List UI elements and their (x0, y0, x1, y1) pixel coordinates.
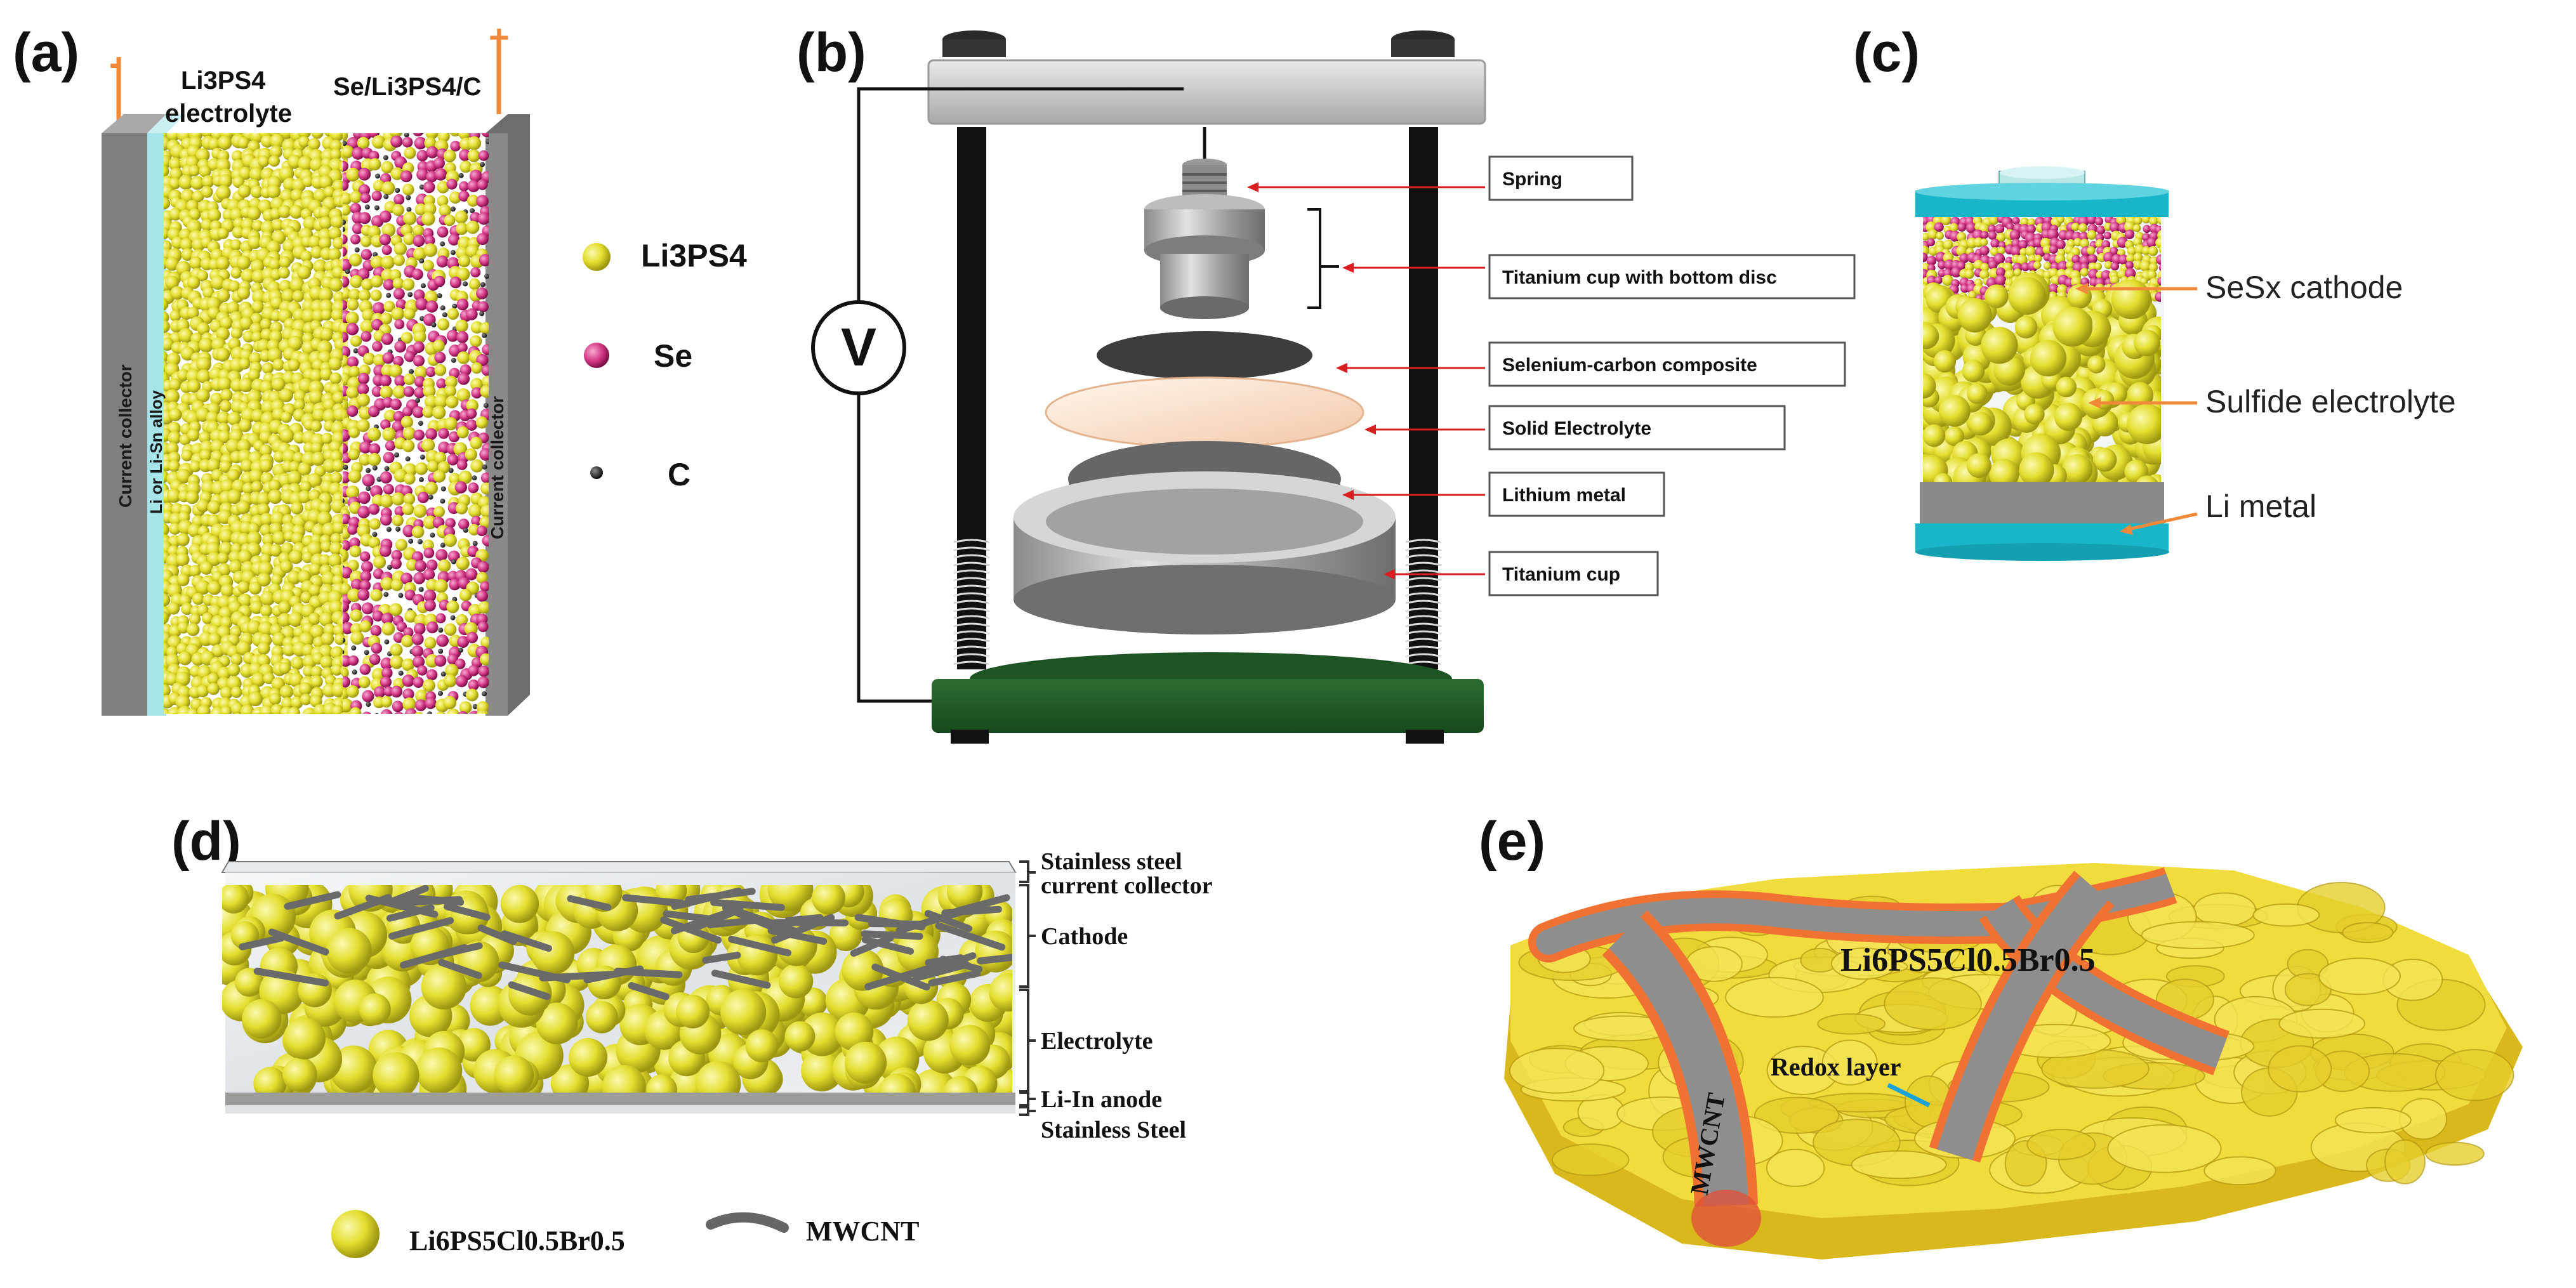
electrolyte-formula: Li3PS4 (181, 67, 266, 95)
alloy-label: Li or Li-Sn alloy (147, 390, 166, 514)
panel-a-label: (a) (13, 22, 79, 83)
legend-se-label: Se (654, 338, 692, 374)
right-post-spring (1405, 539, 1442, 666)
cathode-electrolyte-particles (222, 885, 1012, 1107)
layer-electrolyte-label: Electrolyte (1041, 1028, 1153, 1055)
li-alloy-layer (147, 133, 166, 716)
legend-se-swatch (584, 343, 609, 368)
panel-c-label: (c) (1853, 22, 1920, 83)
selenium-carbon-disc (1097, 331, 1312, 379)
callout-titanium-cup-label: Titanium cup (1502, 564, 1620, 585)
redox-pointer (1887, 1082, 1931, 1108)
layer-cathode-label: Cathode (1041, 923, 1128, 950)
callout-lithium-metal: Lithium metal (1342, 471, 1665, 517)
titanium-cup-with-disc (1144, 194, 1265, 319)
panel-a: (a) - + Current collector Li or Li-Sn al… (13, 17, 747, 716)
cathode-label: Se/Li3PS4/C (333, 73, 481, 101)
callout-titanium-cup-disc-label: Titanium cup with bottom disc (1502, 267, 1777, 288)
callout-spring: Spring (1247, 155, 1634, 201)
panel-e: (e) MWCNT Li6PS5Cl0.5Br0.5 Redox layer (1479, 811, 2523, 1259)
electrolyte-label-c: Sulfide electrolyte (2205, 384, 2456, 419)
cell-particles (1923, 214, 2161, 503)
top-wire (857, 87, 1184, 301)
bottom-press-plate (932, 679, 1484, 733)
legend-tube-swatch (706, 1212, 789, 1233)
top-press-plate (927, 59, 1486, 125)
redox-layer-label: Redox layer (1771, 1053, 1901, 1081)
legend-tube-label: MWCNT (806, 1216, 919, 1247)
callout-solid-electrolyte: Solid Electrolyte (1364, 405, 1786, 450)
legend-li3ps4-swatch (583, 243, 611, 271)
left-current-collector (102, 133, 147, 716)
anode-label-c: Li metal (2205, 489, 2316, 524)
li-in-anode-layer (225, 1093, 1015, 1105)
voltmeter-label: V (841, 317, 876, 377)
electrolyte-particles (164, 133, 348, 714)
panel-b: (b) V (796, 22, 1856, 744)
panel-d: (d) Stainless steel current collector Ca… (171, 811, 1213, 1258)
legend-c-swatch (590, 466, 603, 479)
voltmeter (811, 300, 906, 395)
plus-sign: + (489, 17, 510, 57)
layer-anode-label: Li-In anode (1041, 1086, 1162, 1113)
layer-bottom-steel-label: Stainless Steel (1041, 1117, 1186, 1143)
layer-stainless-label: Stainless steel (1041, 848, 1182, 875)
callout-spring-label: Spring (1502, 169, 1562, 190)
callout-selenium-carbon: Selenium-carbon composite (1336, 341, 1846, 387)
panel-b-label: (b) (796, 22, 866, 83)
minus-sign: - (109, 43, 121, 82)
spring-part (1182, 159, 1227, 200)
right-post (1409, 127, 1438, 669)
legend-li3ps4-label: Li3PS4 (641, 238, 747, 273)
left-post (957, 127, 986, 669)
left-collector-label: Current collector (116, 364, 135, 508)
material-label-e: Li6PS5Cl0.5Br0.5 (1840, 942, 2096, 978)
callout-selenium-carbon-label: Selenium-carbon composite (1502, 355, 1757, 376)
left-post-spring (953, 539, 990, 666)
panel-c: (c) SeSx cathode Sulfide electrolyte Li … (1853, 22, 2456, 561)
titanium-cup (1014, 471, 1396, 634)
cathode-composite-particles (343, 133, 489, 714)
callout-solid-electrolyte-label: Solid Electrolyte (1502, 418, 1651, 439)
callout-titanium-cup: Titanium cup (1384, 551, 1659, 596)
solid-electrolyte-disc (1045, 376, 1364, 449)
callout-lithium-metal-label: Lithium metal (1502, 485, 1626, 506)
legend-c-label: C (668, 457, 690, 492)
legend-particle-label: Li6PS5Cl0.5Br0.5 (409, 1225, 625, 1256)
callout-titanium-cup-disc: Titanium cup with bottom disc (1307, 208, 1856, 309)
panel-e-label: (e) (1479, 811, 1545, 872)
layer-collector-label: current collector (1041, 872, 1213, 899)
right-collector-label: Current collector (487, 396, 507, 539)
cathode-label-c: SeSx cathode (2205, 270, 2403, 305)
legend-particle-swatch (331, 1210, 380, 1258)
electrolyte-word: electrolyte (165, 100, 292, 128)
mwcnt-network (1528, 867, 2229, 1247)
